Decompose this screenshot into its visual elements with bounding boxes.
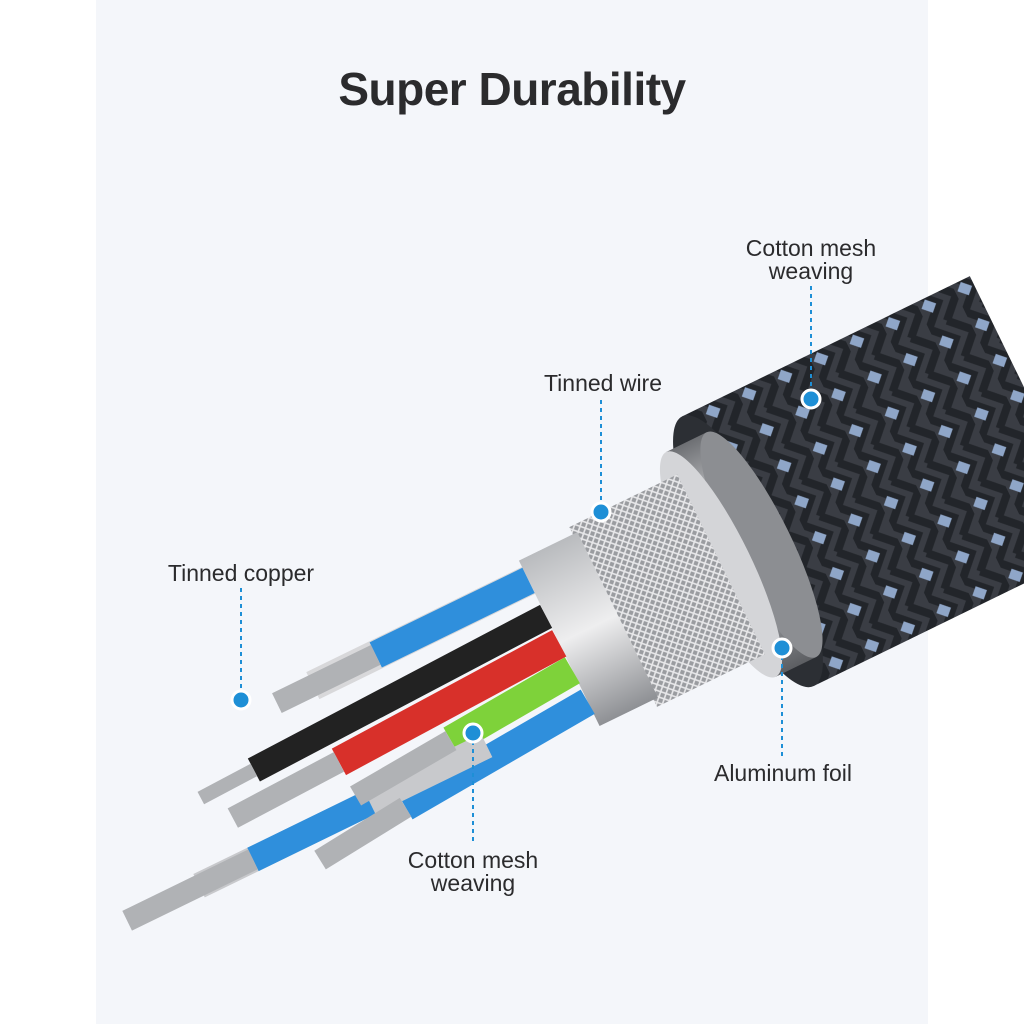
callout-aluminum-foil: Aluminum foil	[713, 760, 853, 786]
callout-text: Cotton mesh	[745, 235, 877, 261]
callout-tinned-wire: Tinned wire	[543, 370, 663, 396]
callout-dot	[462, 722, 484, 744]
callout-outer-mesh: Cotton mesh weaving	[746, 237, 876, 283]
callout-dot	[800, 388, 822, 410]
callout-dot	[771, 637, 793, 659]
callout-dot	[230, 689, 252, 711]
callout-text: Cotton mesh	[407, 847, 539, 873]
callout-tinned-copper: Tinned copper	[167, 560, 315, 586]
callout-dot	[590, 501, 612, 523]
callout-text: weaving	[768, 258, 854, 284]
callout-inner-mesh: Cotton mesh weaving	[408, 849, 538, 895]
callout-text: weaving	[430, 870, 516, 896]
page-title: Super Durability	[338, 63, 686, 115]
